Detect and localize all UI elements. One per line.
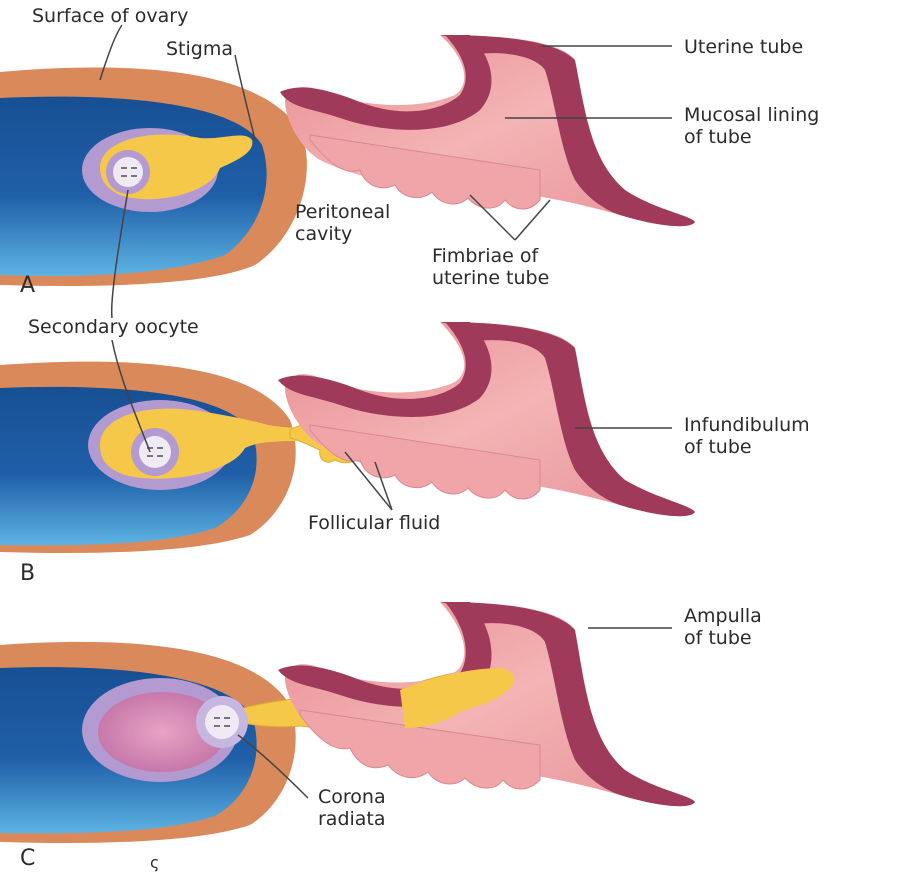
- label-peritoneal-line2: cavity: [295, 223, 390, 245]
- label-ampulla-line1: Ampulla: [684, 605, 762, 627]
- label-ampulla-line2: of tube: [684, 627, 762, 649]
- label-uterine-tube: Uterine tube: [684, 36, 803, 58]
- panel-a-illustration: [0, 35, 695, 286]
- label-fimbriae-line1: Fimbriae of: [432, 245, 549, 267]
- label-corona-line2: radiata: [318, 808, 386, 830]
- label-mucosal-lining-line1: Mucosal lining: [684, 104, 819, 126]
- label-corona-line1: Corona: [318, 786, 386, 808]
- label-peritoneal-line1: Peritoneal: [295, 201, 390, 223]
- panel-letter-c: C: [20, 848, 35, 870]
- panel-letter-a: A: [20, 275, 35, 297]
- label-ampulla: Ampulla of tube: [684, 605, 762, 649]
- label-mucosal-lining-line2: of tube: [684, 126, 819, 148]
- label-stigma: Stigma: [166, 38, 233, 60]
- label-surface-of-ovary: Surface of ovary: [32, 5, 188, 27]
- label-corona-radiata: Corona radiata: [318, 786, 386, 830]
- small-mark: ς: [150, 852, 159, 874]
- label-follicular-fluid: Follicular fluid: [308, 512, 440, 534]
- label-fimbriae: Fimbriae of uterine tube: [432, 245, 549, 289]
- label-infundibulum-line2: of tube: [684, 436, 810, 458]
- oocyte-a: [113, 157, 143, 187]
- label-fimbriae-line2: uterine tube: [432, 267, 549, 289]
- oocyte-b: [139, 436, 171, 468]
- oocyte-c: [205, 705, 239, 739]
- label-peritoneal-cavity: Peritoneal cavity: [295, 201, 390, 245]
- label-infundibulum-line1: Infundibulum: [684, 414, 810, 436]
- label-secondary-oocyte: Secondary oocyte: [28, 316, 199, 338]
- label-infundibulum: Infundibulum of tube: [684, 414, 810, 458]
- label-mucosal-lining: Mucosal lining of tube: [684, 104, 819, 148]
- panel-letter-b: B: [20, 563, 35, 585]
